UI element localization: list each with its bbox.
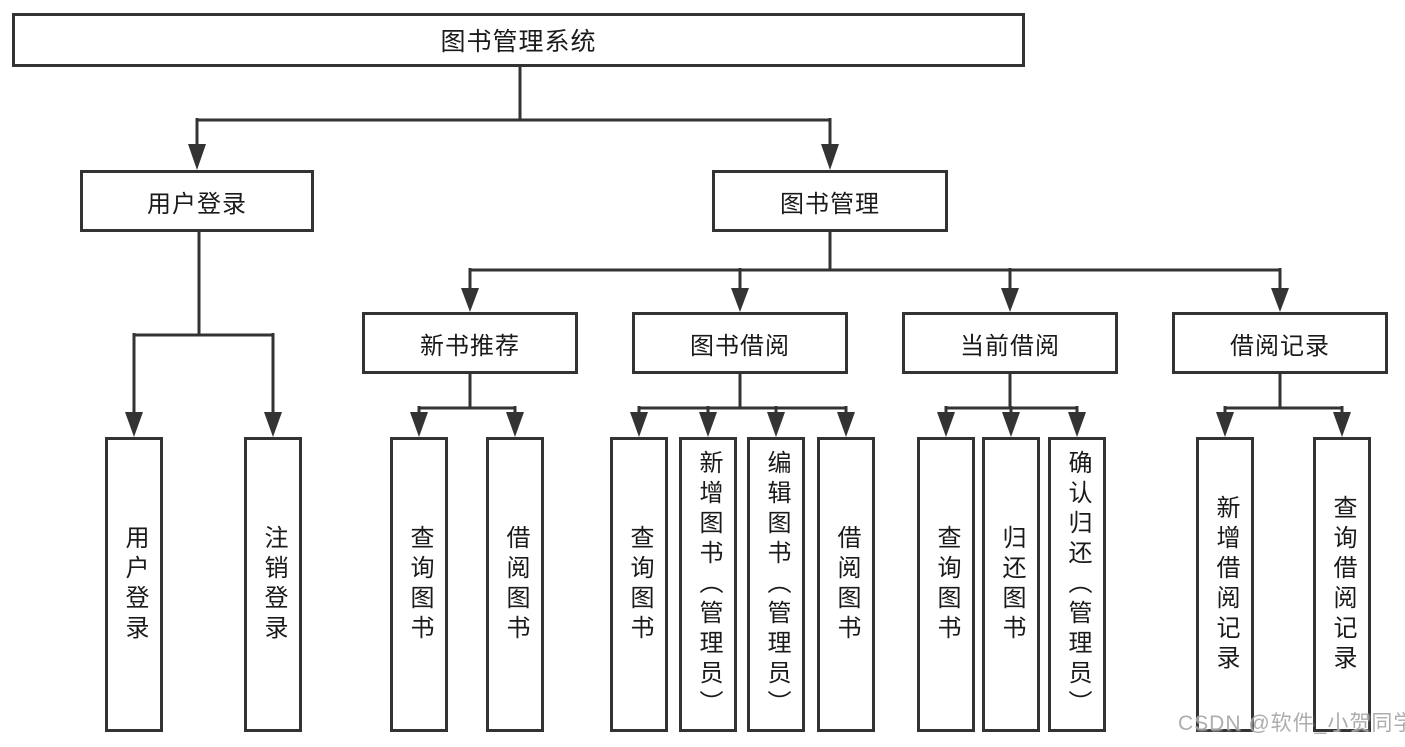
- node-records-add-record: 新增借阅记录: [1196, 437, 1254, 732]
- arrow-down-icon: [937, 412, 955, 437]
- node-user-login-leaf: 用户登录: [105, 437, 163, 732]
- csdn-watermark: CSDN @软件_小贺同学: [1178, 712, 1405, 735]
- arrow-down-icon: [188, 144, 206, 170]
- node-new-book-recommendation: 新书推荐: [362, 312, 578, 374]
- node-library-management-system: 图书管理系统: [12, 13, 1025, 67]
- arrow-down-icon: [630, 412, 648, 437]
- arrow-down-icon: [1002, 412, 1020, 437]
- node-label: 用户登录: [147, 190, 247, 218]
- arrow-down-icon: [731, 288, 749, 312]
- node-label: 查询图书: [626, 524, 653, 645]
- node-records-query-record: 查询借阅记录: [1313, 437, 1371, 732]
- node-label: 图书管理: [780, 190, 880, 218]
- arrow-down-icon: [1333, 412, 1351, 437]
- node-borrow-borrow-books: 借阅图书: [817, 437, 875, 732]
- node-label: 借阅图书: [502, 524, 529, 645]
- connector-borrowing-children: [630, 374, 855, 437]
- node-book-management: 图书管理: [712, 170, 948, 232]
- arrow-down-icon: [1068, 412, 1086, 437]
- connector-records-children: [1216, 374, 1351, 437]
- arrow-down-icon: [1216, 412, 1234, 437]
- node-label: 查询借阅记录: [1329, 494, 1356, 675]
- node-user-login: 用户登录: [80, 170, 314, 232]
- node-label: 借阅记录: [1230, 332, 1330, 360]
- node-current-return-books: 归还图书: [982, 437, 1040, 732]
- node-label: 当前借阅: [960, 332, 1060, 360]
- node-label: 借阅图书: [833, 524, 860, 645]
- node-label: 查询图书: [406, 524, 433, 645]
- node-book-borrowing: 图书借阅: [632, 312, 848, 374]
- connector-newbook-children: [410, 374, 524, 437]
- node-current-borrowing: 当前借阅: [902, 312, 1118, 374]
- arrow-down-icon: [767, 412, 785, 437]
- node-label: 查询图书: [933, 524, 960, 645]
- arrow-down-icon: [837, 412, 855, 437]
- node-borrow-add-books-admin: 新增图书（管理员）: [679, 437, 737, 732]
- node-current-query-books: 查询图书: [917, 437, 975, 732]
- arrow-down-icon: [264, 412, 282, 437]
- arrow-down-icon: [1001, 288, 1019, 312]
- node-logout: 注销登录: [244, 437, 302, 732]
- node-borrowing-records: 借阅记录: [1172, 312, 1388, 374]
- node-label: 归还图书: [998, 524, 1025, 645]
- node-label: 图书管理系统: [440, 28, 597, 56]
- node-newbook-borrow-books: 借阅图书: [486, 437, 544, 732]
- arrow-down-icon: [125, 412, 143, 437]
- node-label: 新书推荐: [420, 332, 520, 360]
- connector-root-to-level1: [188, 67, 839, 170]
- node-label: 图书借阅: [690, 332, 790, 360]
- connector-current-children: [937, 374, 1086, 437]
- node-label: 新增借阅记录: [1212, 494, 1239, 675]
- node-label: 用户登录: [121, 524, 148, 645]
- node-current-confirm-return-admin: 确认归还（管理员）: [1048, 437, 1106, 732]
- node-borrow-edit-books-admin: 编辑图书（管理员）: [747, 437, 805, 732]
- arrow-down-icon: [506, 412, 524, 437]
- arrow-down-icon: [410, 412, 428, 437]
- node-label: 新增图书（管理员）: [695, 449, 722, 720]
- connector-user-login-children: [125, 232, 282, 437]
- node-newbook-query-books: 查询图书: [390, 437, 448, 732]
- node-label: 确认归还（管理员）: [1064, 449, 1091, 720]
- node-borrow-query-books: 查询图书: [610, 437, 668, 732]
- node-label: 注销登录: [260, 524, 287, 645]
- arrow-down-icon: [821, 144, 839, 170]
- arrow-down-icon: [1271, 288, 1289, 312]
- arrow-down-icon: [699, 412, 717, 437]
- connector-book-management-children: [461, 232, 1289, 312]
- arrow-down-icon: [461, 288, 479, 312]
- node-label: 编辑图书（管理员）: [763, 449, 790, 720]
